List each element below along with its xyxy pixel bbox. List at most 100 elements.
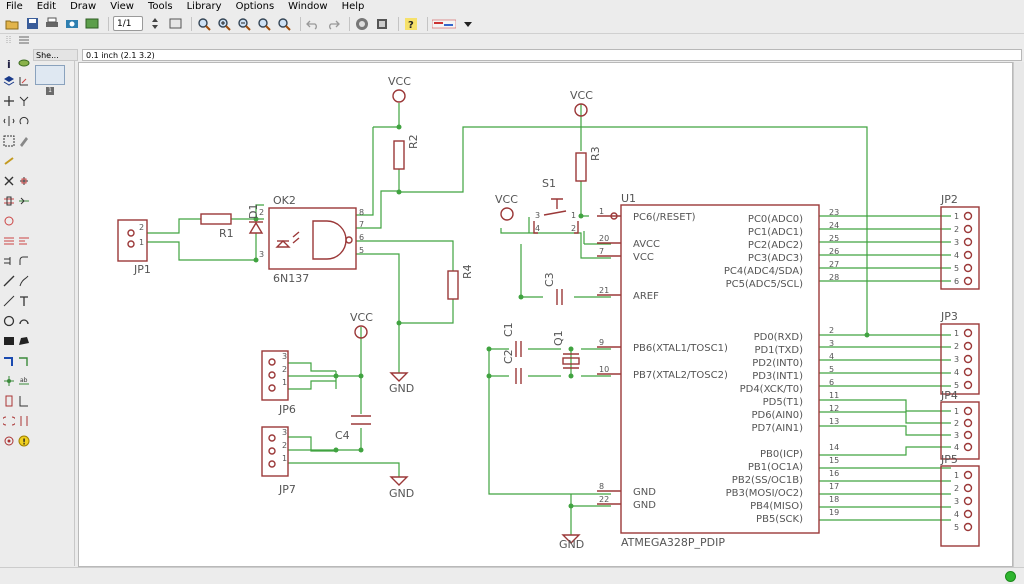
design-link-logo-icon[interactable] — [432, 16, 456, 32]
part-c4[interactable]: C4 — [335, 415, 371, 442]
vcc-symbol[interactable]: VCC — [495, 193, 518, 221]
sheet-list-icon[interactable] — [167, 16, 183, 32]
menu-library[interactable]: Library — [186, 1, 222, 12]
part-c2[interactable]: C2 — [502, 349, 522, 384]
junction-icon[interactable] — [2, 374, 16, 388]
part-s1[interactable]: 3 4 1 2 S1 — [533, 177, 579, 234]
zoom-out-icon[interactable] — [236, 16, 252, 32]
gnd-symbol[interactable]: GND — [389, 372, 414, 395]
invoke-icon[interactable] — [17, 274, 31, 288]
u1-left-pins: 1PC6(/RESET)20AVCC7VCC21AREF9PB6(XTAL1/T… — [597, 207, 728, 511]
polygon-icon[interactable] — [17, 334, 31, 348]
smash-icon[interactable] — [2, 254, 16, 268]
label-icon[interactable]: ab — [17, 374, 31, 388]
miter-icon[interactable] — [17, 254, 31, 268]
menu-help[interactable]: Help — [341, 1, 365, 12]
replace-icon[interactable] — [2, 214, 16, 228]
info-icon[interactable]: i — [2, 56, 16, 70]
part-jp6[interactable]: 3 2 1 JP6 — [261, 350, 296, 416]
menu-options[interactable]: Options — [235, 1, 275, 12]
dimension-icon[interactable] — [17, 394, 31, 408]
text-icon[interactable] — [17, 294, 31, 308]
bus-icon[interactable] — [2, 354, 16, 368]
gnd-symbol[interactable]: GND — [389, 476, 414, 500]
display-layers-icon[interactable] — [2, 74, 16, 88]
schematic-canvas[interactable]: 2 1 JP1 R1 D1 2 3 8 7 6 5 — [78, 62, 1013, 567]
copy-icon[interactable] — [17, 94, 31, 108]
vcc-symbol[interactable]: VCC — [388, 75, 411, 103]
sheet-select[interactable]: 1/1 — [113, 16, 143, 31]
frame-icon[interactable] — [2, 414, 16, 428]
ratsnest-icon[interactable] — [2, 434, 16, 448]
print-icon[interactable] — [44, 16, 60, 32]
wire-icon[interactable] — [2, 294, 16, 308]
menu-window[interactable]: Window — [288, 1, 328, 12]
part-c1[interactable]: C1 — [502, 322, 522, 357]
sheet-thumbnail[interactable] — [35, 65, 65, 85]
part-ok2[interactable]: 2 3 8 7 6 5 OK2 6N137 — [259, 194, 364, 285]
redraw-icon[interactable] — [256, 16, 272, 32]
undo-icon[interactable] — [305, 16, 321, 32]
mark-icon[interactable] — [17, 74, 31, 88]
menu-edit[interactable]: Edit — [36, 1, 57, 12]
gnd-symbol[interactable]: GND — [559, 534, 584, 551]
redo-icon[interactable] — [325, 16, 341, 32]
zoom-fit-icon[interactable] — [196, 16, 212, 32]
rotate-icon[interactable] — [17, 114, 31, 128]
part-q1[interactable]: Q1 — [552, 330, 580, 369]
help-icon[interactable]: ? — [403, 16, 419, 32]
delete-icon[interactable] — [2, 174, 16, 188]
go-icon[interactable] — [374, 16, 390, 32]
part-jp1[interactable]: 2 1 JP1 — [117, 219, 151, 276]
menu-tools[interactable]: Tools — [147, 1, 173, 12]
mirror-icon[interactable] — [2, 114, 16, 128]
part-c3[interactable]: C3 — [543, 272, 563, 305]
erc-warning-icon[interactable]: ! — [17, 434, 31, 448]
part-d1[interactable]: D1 — [247, 204, 264, 234]
sheets-tab[interactable]: She... — [33, 49, 78, 61]
zoom-in-icon[interactable] — [216, 16, 232, 32]
show-icon[interactable] — [17, 56, 31, 70]
vertical-scrollbar[interactable] — [1013, 62, 1024, 567]
add-icon[interactable] — [17, 174, 31, 188]
move-icon[interactable] — [2, 94, 16, 108]
change-icon[interactable] — [17, 134, 31, 148]
menu-draw[interactable]: Draw — [70, 1, 97, 12]
part-u1[interactable]: U1 ATMEGA328P_PDIP 1PC6(/RESET)20AVCC7VC… — [597, 192, 839, 549]
open-folder-icon[interactable] — [4, 16, 20, 32]
save-icon[interactable] — [24, 16, 40, 32]
menu-view[interactable]: View — [110, 1, 134, 12]
zoom-select-icon[interactable] — [276, 16, 292, 32]
chevron-down-icon[interactable] — [460, 16, 476, 32]
layer-list-icon[interactable] — [18, 35, 30, 48]
cam-processor-icon[interactable] — [64, 16, 80, 32]
name-icon[interactable] — [2, 234, 16, 248]
value-icon[interactable] — [17, 234, 31, 248]
gateswap-icon[interactable] — [17, 194, 31, 208]
net-icon[interactable] — [17, 354, 31, 368]
part-jp7[interactable]: 3 2 1 JP7 — [261, 426, 296, 496]
part-r1[interactable]: R1 — [200, 213, 234, 240]
menu-file[interactable]: File — [6, 1, 23, 12]
vcc-symbol[interactable]: VCC — [350, 311, 373, 339]
arc-icon[interactable] — [17, 314, 31, 328]
stop-icon[interactable] — [354, 16, 370, 32]
circle-icon[interactable] — [2, 314, 16, 328]
hole-icon[interactable] — [17, 414, 31, 428]
split-icon[interactable] — [2, 274, 16, 288]
attribute-icon[interactable] — [2, 394, 16, 408]
paste-icon[interactable] — [2, 154, 16, 168]
part-r2[interactable]: R2 — [393, 134, 420, 170]
part-r3[interactable]: R3 — [575, 146, 602, 182]
part-r4[interactable]: R4 — [447, 264, 474, 300]
group-icon[interactable] — [2, 134, 16, 148]
board-switch-icon[interactable] — [84, 16, 100, 32]
vcc-symbol[interactable]: VCC — [570, 89, 593, 117]
sheet-stepper-icon[interactable] — [147, 16, 163, 32]
rect-icon[interactable] — [2, 334, 16, 348]
pinswap-icon[interactable] — [2, 194, 16, 208]
